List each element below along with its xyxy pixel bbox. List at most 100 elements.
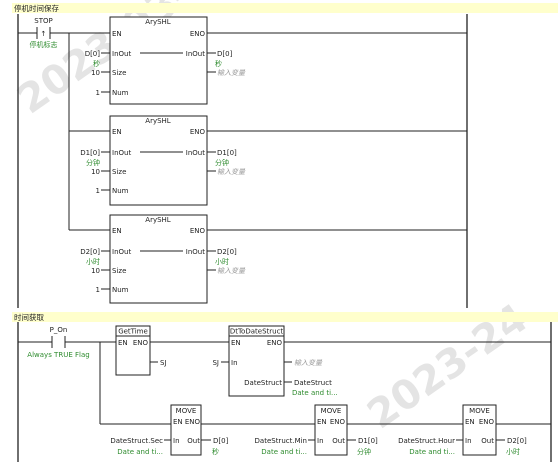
- svg-text:DtToDateStruct: DtToDateStruct: [230, 328, 284, 336]
- aryshl-3-out-comment: 小时: [215, 257, 229, 266]
- aryshl-2-num[interactable]: 1: [96, 187, 100, 195]
- aryshl-3-size[interactable]: 10: [91, 267, 100, 275]
- aryshl-2-placeholder[interactable]: 输入变量: [217, 168, 246, 176]
- aryshl-2-in-comment: 分钟: [86, 158, 100, 167]
- aryshl-block-3[interactable]: ArySHL EN ENO InOut InOut Size Num: [109, 214, 208, 304]
- aryshl-3-num[interactable]: 1: [96, 286, 100, 294]
- svg-text:EN: EN: [317, 418, 327, 426]
- svg-text:ENO: ENO: [190, 30, 206, 38]
- section-header-2[interactable]: [12, 312, 558, 322]
- move-1-in-var[interactable]: DateStruct.Sec: [110, 437, 163, 445]
- move-1-out-var[interactable]: D[0]: [213, 437, 229, 445]
- move-2-out-var[interactable]: D1[0]: [358, 437, 378, 445]
- aryshl-2-out-var[interactable]: D1[0]: [217, 149, 237, 157]
- section-title-2: 时间获取: [14, 312, 44, 322]
- move-2-out-comment: 分钟: [357, 447, 371, 456]
- svg-text:InOut: InOut: [112, 149, 131, 157]
- svg-text:InOut: InOut: [112, 50, 131, 58]
- svg-text:Size: Size: [112, 168, 126, 176]
- gettime-out-var[interactable]: SJ: [160, 359, 167, 367]
- svg-text:Size: Size: [112, 69, 126, 77]
- move-block-2[interactable]: MOVE EN ENO In Out: [314, 404, 348, 456]
- aryshl-1-out-comment: 秒: [215, 59, 222, 68]
- svg-text:MOVE: MOVE: [176, 407, 197, 415]
- svg-text:InOut: InOut: [186, 50, 205, 58]
- move-1-out-comment: 秒: [212, 447, 219, 456]
- svg-text:EN: EN: [112, 128, 122, 136]
- dttodatestruct-block[interactable]: DtToDateStruct EN ENO In DateStruct: [228, 325, 285, 397]
- dttodatestruct-out-var[interactable]: DateStruct: [294, 379, 332, 387]
- stop-contact-comment: 停机标志: [30, 40, 58, 49]
- p-on-contact-comment: Always TRUE Flag: [27, 351, 89, 359]
- svg-text:GetTime: GetTime: [118, 328, 148, 336]
- aryshl-1-num[interactable]: 1: [96, 89, 100, 97]
- svg-text:In: In: [231, 359, 238, 367]
- dttodatestruct-in-var[interactable]: SJ: [212, 359, 219, 367]
- aryshl-3-placeholder[interactable]: 输入变量: [217, 267, 246, 275]
- svg-text:EN: EN: [173, 418, 183, 426]
- section-title-1: 停机时间保存: [14, 3, 59, 13]
- svg-text:InOut: InOut: [186, 248, 205, 256]
- svg-text:EN: EN: [231, 339, 241, 347]
- svg-text:Num: Num: [112, 89, 129, 97]
- svg-text:ArySHL: ArySHL: [145, 18, 171, 26]
- svg-text:EN: EN: [118, 339, 128, 347]
- svg-text:Num: Num: [112, 286, 129, 294]
- aryshl-3-in-var[interactable]: D2[0]: [80, 248, 100, 256]
- svg-text:Num: Num: [112, 187, 129, 195]
- p-on-contact-name: P_On: [50, 326, 68, 334]
- svg-text:EN: EN: [465, 418, 475, 426]
- dttodatestruct-placeholder[interactable]: 输入变量: [294, 359, 323, 367]
- aryshl-1-out-var[interactable]: D[0]: [217, 50, 233, 58]
- move-3-in-var[interactable]: DateStruct.Hour: [398, 437, 455, 445]
- svg-text:EN: EN: [112, 227, 122, 235]
- svg-text:MOVE: MOVE: [469, 407, 490, 415]
- move-2-in-comment: Date and ti...: [261, 448, 307, 456]
- aryshl-3-in-comment: 小时: [86, 257, 100, 266]
- svg-text:Out: Out: [187, 437, 200, 445]
- svg-text:ENO: ENO: [190, 128, 206, 136]
- svg-text:ArySHL: ArySHL: [145, 117, 171, 125]
- svg-text:ENO: ENO: [267, 339, 283, 347]
- aryshl-1-size[interactable]: 10: [91, 69, 100, 77]
- svg-text:In: In: [465, 437, 472, 445]
- svg-text:InOut: InOut: [112, 248, 131, 256]
- aryshl-2-out-comment: 分钟: [215, 158, 229, 167]
- aryshl-block-2[interactable]: ArySHL EN ENO InOut InOut Size Num: [109, 115, 208, 206]
- svg-text:In: In: [317, 437, 324, 445]
- move-1-in-comment: Date and ti...: [117, 448, 163, 456]
- aryshl-1-placeholder[interactable]: 输入变量: [217, 69, 246, 77]
- move-3-out-comment: 小时: [506, 447, 520, 456]
- svg-text:DateStruct: DateStruct: [244, 379, 282, 387]
- aryshl-1-in-var[interactable]: D[0]: [85, 50, 101, 58]
- aryshl-1-in-comment: 秒: [93, 59, 100, 68]
- stop-contact-name: STOP: [34, 17, 52, 25]
- svg-text:ENO: ENO: [330, 418, 346, 426]
- aryshl-block-1[interactable]: ArySHL EN ENO InOut InOut Size Num: [109, 16, 208, 105]
- svg-text:Out: Out: [481, 437, 494, 445]
- svg-text:ArySHL: ArySHL: [145, 216, 171, 224]
- move-block-1[interactable]: MOVE EN ENO In Out: [170, 404, 202, 456]
- gettime-block[interactable]: GetTime EN ENO: [115, 325, 151, 376]
- svg-text:ENO: ENO: [133, 339, 149, 347]
- move-3-out-var[interactable]: D2[0]: [507, 437, 527, 445]
- dttodatestruct-out-comment: Date and ti...: [292, 389, 338, 397]
- svg-text:↑: ↑: [41, 30, 47, 38]
- section-header-1[interactable]: [12, 3, 558, 13]
- svg-text:In: In: [173, 437, 180, 445]
- aryshl-2-size[interactable]: 10: [91, 168, 100, 176]
- move-3-in-comment: Date and ti...: [409, 448, 455, 456]
- aryshl-3-out-var[interactable]: D2[0]: [217, 248, 237, 256]
- move-2-in-var[interactable]: DateStruct.Min: [255, 437, 307, 445]
- svg-text:Size: Size: [112, 267, 126, 275]
- svg-text:ENO: ENO: [185, 418, 201, 426]
- svg-text:EN: EN: [112, 30, 122, 38]
- p-on-normally-open-contact[interactable]: [51, 336, 66, 348]
- svg-text:ENO: ENO: [479, 418, 495, 426]
- move-block-3[interactable]: MOVE EN ENO In Out: [462, 404, 497, 456]
- svg-text:ENO: ENO: [190, 227, 206, 235]
- svg-text:InOut: InOut: [186, 149, 205, 157]
- stop-rising-edge-contact[interactable]: ↑: [36, 27, 51, 39]
- aryshl-2-in-var[interactable]: D1[0]: [80, 149, 100, 157]
